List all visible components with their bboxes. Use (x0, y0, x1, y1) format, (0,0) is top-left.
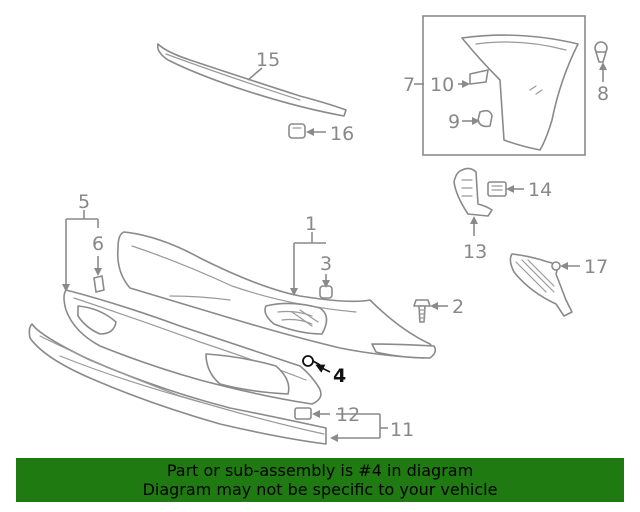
banner-line-part-number: Part or sub-assembly is #4 in diagram (166, 461, 474, 480)
callout-labels: 15 16 7 10 9 8 14 13 17 1 3 2 5 6 4 12 1… (78, 49, 609, 441)
callout-5: 5 (78, 191, 90, 213)
callout-3: 3 (320, 253, 332, 275)
part-11-skid-plate (28, 323, 327, 445)
part-1-bumper-fascia (116, 231, 437, 359)
part-16-clip (288, 123, 306, 139)
callout-7: 7 (403, 74, 415, 96)
parts-diagram: 15 16 7 10 9 8 14 13 17 1 3 2 5 6 4 12 1… (28, 15, 609, 445)
callout-13: 13 (463, 241, 487, 263)
part-12-clip (294, 407, 312, 420)
part-4-highlighted (302, 355, 321, 367)
leader-lines (62, 62, 607, 442)
part-6-clip (93, 275, 105, 293)
callout-15: 15 (256, 49, 280, 71)
callout-2: 2 (452, 296, 464, 318)
callout-1: 1 (305, 213, 317, 235)
callout-9: 9 (448, 111, 460, 133)
part-15-deflector (156, 43, 347, 117)
part-8-push-pin (594, 41, 608, 63)
part-5-lower-fascia (63, 289, 322, 405)
fitment-notice-banner: Part or sub-assembly is #4 in diagram Di… (16, 458, 624, 502)
callout-14: 14 (528, 179, 552, 201)
part-3-clip (319, 285, 333, 299)
banner-line-disclaimer: Diagram may not be specific to your vehi… (142, 480, 498, 499)
callout-8: 8 (597, 83, 609, 105)
callout-16: 16 (330, 123, 354, 145)
part-7-group-box (422, 15, 586, 156)
callout-11: 11 (390, 419, 414, 441)
part-17-bracket (509, 253, 573, 317)
part-13-bracket (453, 167, 493, 217)
callout-12: 12 (336, 404, 360, 426)
callout-6: 6 (92, 233, 104, 255)
part-2-bolt (413, 299, 431, 323)
callout-17: 17 (584, 256, 608, 278)
part-14-clip (487, 181, 507, 197)
callout-10: 10 (430, 74, 454, 96)
callout-4: 4 (333, 365, 346, 387)
